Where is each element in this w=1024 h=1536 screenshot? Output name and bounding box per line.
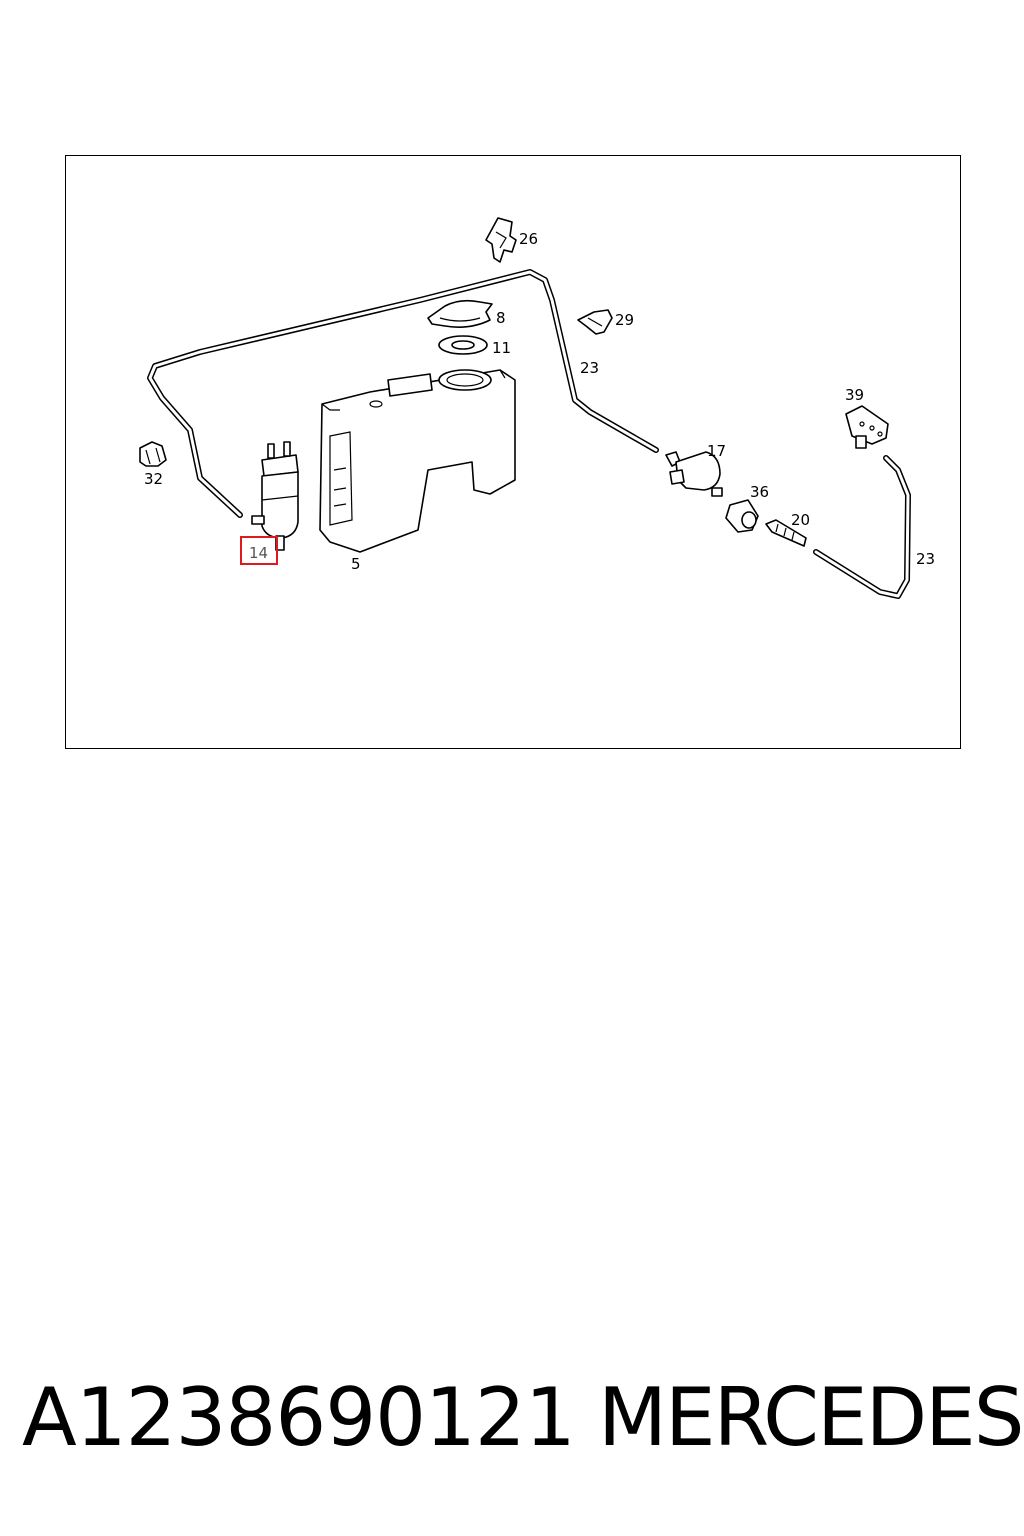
callout-5: 5 <box>351 555 361 573</box>
callout-32: 32 <box>144 470 163 488</box>
nozzle-39-icon <box>845 405 889 449</box>
callout-20: 20 <box>791 511 810 529</box>
callout-23-top: 23 <box>580 359 599 377</box>
callout-11: 11 <box>492 339 511 357</box>
callout-29: 29 <box>615 311 634 329</box>
clip-26-icon <box>485 217 517 263</box>
reservoir-5-icon <box>319 369 516 553</box>
callout-39: 39 <box>845 386 864 404</box>
callout-26: 26 <box>519 230 538 248</box>
clip-29-icon <box>577 309 613 335</box>
washer-hose-23-right <box>813 455 911 599</box>
callout-17: 17 <box>707 442 726 460</box>
washer-hose-23 <box>147 269 659 518</box>
callout-14-highlight[interactable] <box>240 536 278 565</box>
valve-17-icon <box>665 451 723 497</box>
callout-23-right: 23 <box>916 550 935 568</box>
part-number: A1238690121 <box>22 1371 576 1464</box>
pump-14-icon <box>251 441 299 551</box>
footer-row: A1238690121 MERCEDES <box>0 1368 1024 1478</box>
connector-20-icon <box>765 519 807 547</box>
callout-14[interactable]: 14 <box>249 544 268 562</box>
sleeve-36-icon <box>725 499 759 533</box>
brand-name: MERCEDES <box>598 1371 1024 1464</box>
callout-8: 8 <box>496 309 506 327</box>
cap-8-icon <box>427 299 493 328</box>
gasket-11-icon <box>438 335 488 355</box>
callout-36: 36 <box>750 483 769 501</box>
clip-32-icon <box>139 441 167 467</box>
